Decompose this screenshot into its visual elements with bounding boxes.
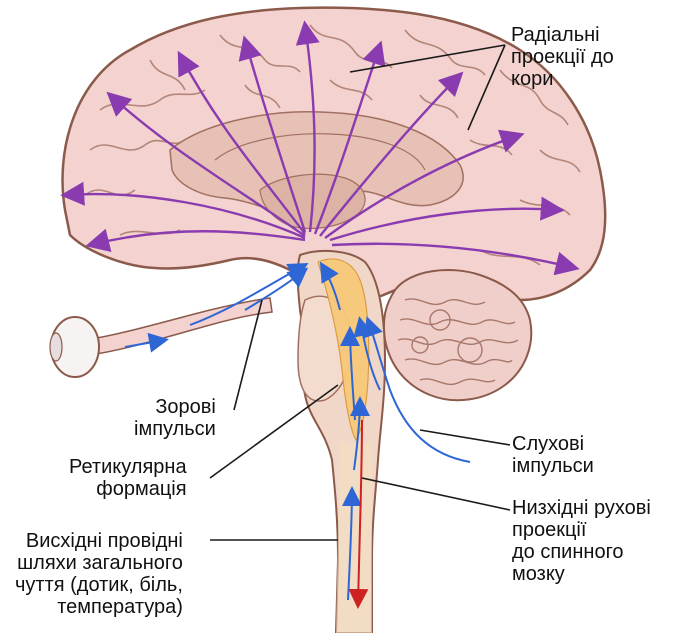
radial-projections-line-2: проекції до — [511, 46, 614, 68]
radial-projections-label: Радіальні проекції до кори — [511, 24, 614, 90]
radial-projections-line-3: кори — [511, 68, 614, 90]
descending-motor-line-2: проекції — [512, 519, 651, 541]
ascending-pathways-line-1: Висхідні провідні — [15, 530, 183, 552]
visual-impulses-line-1: Зорові — [134, 396, 216, 418]
radial-projections-line-1: Радіальні — [511, 24, 614, 46]
reticular-formation-label: Ретикулярна формація — [69, 456, 187, 500]
visual-impulses-line-2: імпульси — [134, 418, 216, 440]
ascending-pathways-line-3: чуття (дотик, біль, — [15, 574, 183, 596]
descending-motor-line-1: Низхідні рухові — [512, 497, 651, 519]
descending-motor-line-4: мозку — [512, 563, 651, 585]
ascending-pathways-line-4: температура) — [15, 596, 183, 618]
auditory-impulses-line-1: Слухові — [512, 433, 594, 455]
eye — [50, 298, 272, 377]
auditory-impulses-label: Слухові імпульси — [512, 433, 594, 477]
auditory-impulses-line-2: імпульси — [512, 455, 594, 477]
reticular-formation-line-1: Ретикулярна — [69, 456, 187, 478]
ascending-pathways-line-2: шляхи загального — [15, 552, 183, 574]
ascending-pathways-label: Висхідні провідні шляхи загального чуття… — [15, 530, 183, 618]
reticular-formation-line-2: формація — [69, 478, 187, 500]
visual-impulses-label: Зорові імпульси — [134, 396, 216, 440]
descending-motor-label: Низхідні рухові проекції до спинного моз… — [512, 497, 651, 585]
descending-motor-line-3: до спинного — [512, 541, 651, 563]
cerebellum — [384, 270, 531, 400]
brainstem — [298, 251, 385, 633]
